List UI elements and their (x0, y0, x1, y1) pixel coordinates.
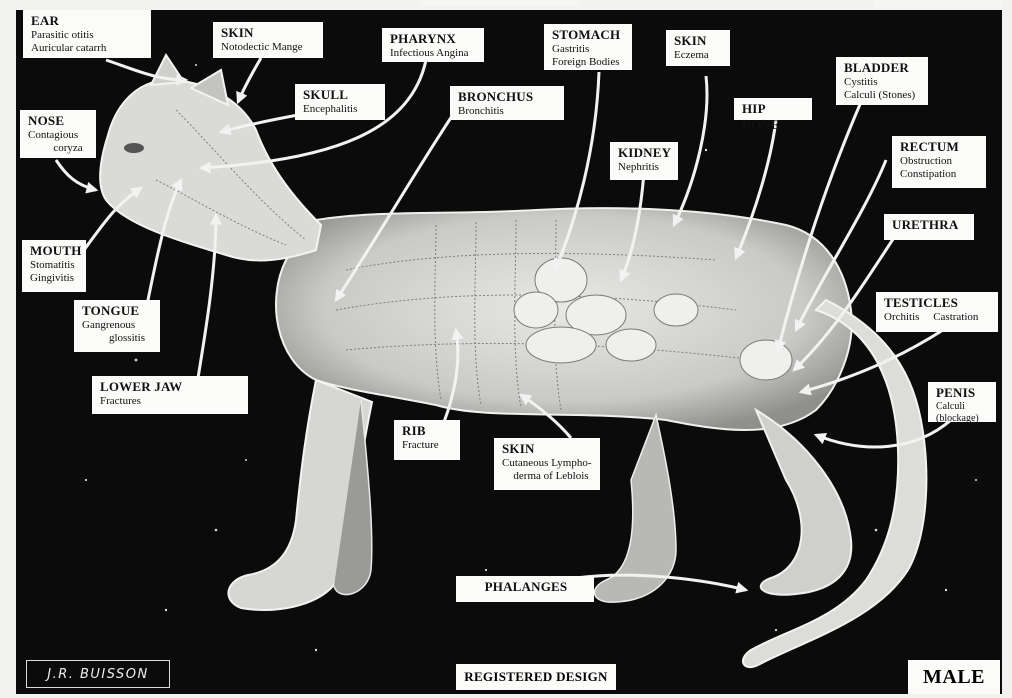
label-phalanges-title: PHALANGES (464, 579, 588, 595)
label-ear: EAR Parasitic otitis Auricular catarrh (23, 10, 151, 58)
top-border-strip (874, 0, 1002, 8)
label-rib-line: Fracture (402, 439, 454, 452)
label-kidney-title: KIDNEY (618, 145, 672, 161)
label-rib: RIB Fracture (394, 420, 460, 460)
label-bladder-title: BLADDER (844, 60, 922, 76)
label-skull-line: Encephalitis (303, 103, 379, 116)
label-stomach-title: STOMACH (552, 27, 626, 43)
label-ear-line: Auricular catarrh (31, 42, 145, 55)
label-urethra-title: URETHRA (892, 217, 968, 233)
label-bronchus-title: BRONCHUS (458, 89, 558, 105)
label-skin-back-line: Eczema (674, 49, 724, 62)
label-nose-title: NOSE (28, 113, 90, 129)
label-mouth: MOUTH Stomatitis Gingivitis (22, 240, 86, 292)
label-ear-title: EAR (31, 13, 145, 29)
label-penis-line: Calculi (936, 401, 990, 413)
label-bladder-line: Cystitis (844, 76, 922, 89)
label-mouth-title: MOUTH (30, 243, 80, 259)
label-tongue-title: TONGUE (82, 303, 154, 319)
label-bronchus: BRONCHUS Bronchitis (450, 86, 564, 120)
label-ear-line: Parasitic otitis (31, 29, 145, 42)
label-skin-head-line: Notodectic Mange (221, 41, 317, 54)
artist-signature: J.R. BUISSON (26, 660, 170, 688)
label-bladder-line: Calculi (Stones) (844, 89, 922, 102)
label-tongue-line: Gangrenous (82, 319, 154, 332)
label-mouth-line: Stomatitis (30, 259, 80, 272)
label-testicles-title: TESTICLES (884, 295, 992, 311)
label-stomach: STOMACH Gastritis Foreign Bodies (544, 24, 632, 70)
label-mouth-line: Gingivitis (30, 272, 80, 285)
label-rectum-line: Obstruction (900, 155, 980, 168)
label-lower-jaw-title: LOWER JAW (100, 379, 242, 395)
label-testicles: TESTICLES Orchitis Castration (876, 292, 998, 332)
label-kidney-line: Nephritis (618, 161, 672, 174)
label-tongue-line: glossitis (82, 332, 154, 345)
label-lower-jaw-line: Fractures (100, 395, 242, 408)
top-border-strip (420, 0, 580, 6)
label-pharynx-title: PHARYNX (390, 31, 478, 47)
label-nose-line: Contagious (28, 129, 90, 142)
label-skin-belly-title: SKIN (502, 441, 594, 457)
label-lower-jaw: LOWER JAW Fractures (92, 376, 248, 414)
label-hip-bone: HIP BONE (734, 98, 812, 120)
label-stomach-line: Gastritis (552, 43, 626, 56)
label-bladder: BLADDER Cystitis Calculi (Stones) (836, 57, 928, 105)
label-tongue: TONGUE Gangrenous glossitis (74, 300, 160, 352)
label-testicles-line: Orchitis Castration (884, 311, 992, 324)
label-penis-title: PENIS (936, 385, 990, 401)
label-hip-bone-title: HIP BONE (742, 101, 806, 132)
label-rectum-line: Constipation (900, 168, 980, 181)
label-skin-belly-line: Cutaneous Lympho- (502, 457, 594, 470)
label-penis: PENIS Calculi (blockage) (928, 382, 996, 422)
label-bronchus-line: Bronchitis (458, 105, 558, 118)
label-urethra: URETHRA (884, 214, 974, 240)
label-nose: NOSE Contagious coryza (20, 110, 96, 158)
label-rib-title: RIB (402, 423, 454, 439)
sex-label: MALE (908, 660, 1000, 694)
label-stomach-line: Foreign Bodies (552, 56, 626, 69)
label-skull: SKULL Encephalitis (295, 84, 385, 120)
label-rectum: RECTUM Obstruction Constipation (892, 136, 986, 188)
label-pharynx-line: Infectious Angina (390, 47, 478, 60)
label-skull-title: SKULL (303, 87, 379, 103)
label-nose-line: coryza (28, 142, 90, 155)
label-pharynx: PHARYNX Infectious Angina (382, 28, 484, 62)
label-skin-head-title: SKIN (221, 25, 317, 41)
label-phalanges: PHALANGES (456, 576, 594, 602)
label-rectum-title: RECTUM (900, 139, 980, 155)
label-skin-belly: SKIN Cutaneous Lympho- derma of Leblois (494, 438, 600, 490)
label-skin-back-title: SKIN (674, 33, 724, 49)
label-kidney: KIDNEY Nephritis (610, 142, 678, 180)
label-skin-head: SKIN Notodectic Mange (213, 22, 323, 58)
label-skin-back: SKIN Eczema (666, 30, 730, 66)
label-skin-belly-line: derma of Leblois (502, 470, 594, 483)
registered-design-label: REGISTERED DESIGN (456, 664, 616, 690)
label-penis-line: (blockage) (936, 413, 990, 425)
